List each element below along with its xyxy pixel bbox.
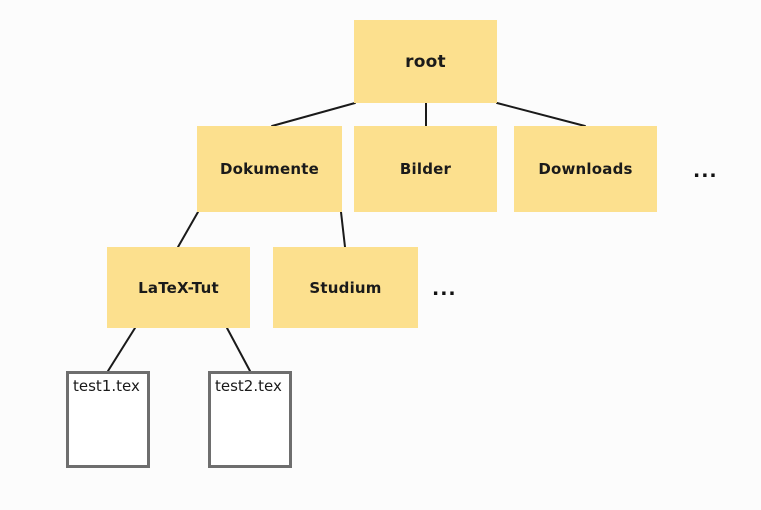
node-bilder[interactable]: Bilder xyxy=(354,126,497,212)
edge-dokumente-to-latex_tut xyxy=(177,211,199,248)
node-file-test1[interactable]: test1.tex xyxy=(66,371,150,468)
node-file-test2[interactable]: test2.tex xyxy=(208,371,292,468)
ellipsis-root-children: ... xyxy=(693,160,718,182)
node-studium[interactable]: Studium xyxy=(273,247,418,328)
edge-root-to-downloads xyxy=(496,102,586,127)
node-latex-tut[interactable]: LaTeX-Tut xyxy=(107,247,250,328)
node-dokumente[interactable]: Dokumente xyxy=(197,126,342,212)
node-root[interactable]: root xyxy=(354,20,497,103)
edge-root-to-dokumente xyxy=(271,102,356,127)
ellipsis-dokumente-children: ... xyxy=(432,278,457,300)
edge-latex_tut-to-test2 xyxy=(226,327,251,372)
node-downloads[interactable]: Downloads xyxy=(514,126,657,212)
edge-latex_tut-to-test1 xyxy=(107,327,136,372)
edge-dokumente-to-studium xyxy=(340,211,346,248)
